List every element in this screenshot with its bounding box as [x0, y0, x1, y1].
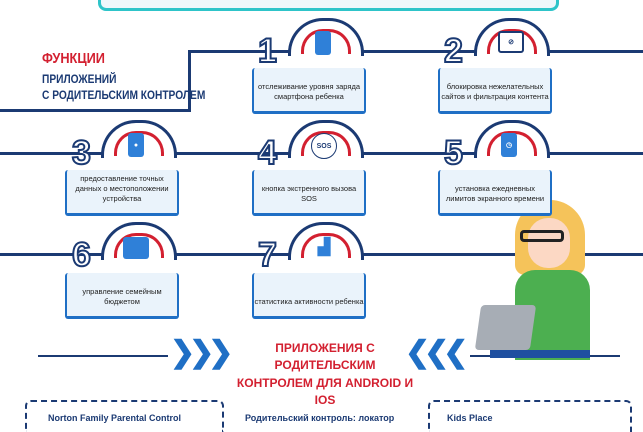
- chevrons-right-icon: ❯❯❯: [170, 336, 233, 369]
- feature-number: 3: [71, 133, 92, 173]
- app-box: [25, 400, 224, 432]
- woman-face: [528, 218, 570, 268]
- feature-arch: [288, 18, 364, 56]
- feature-text: статистика активности ребенка: [254, 296, 364, 306]
- feature-number: 4: [257, 133, 278, 173]
- feature-arch: ●: [101, 120, 177, 158]
- section-heading-line: КОНТРОЛЕМ ДЛЯ ANDROID И IOS: [236, 375, 414, 408]
- title-apps: ПРИЛОЖЕНИЙ: [42, 72, 117, 86]
- app-name-locator: Родительский контроль: локатор: [245, 413, 395, 423]
- section-heading: ПРИЛОЖЕНИЯ С РОДИТЕЛЬСКИМ КОНТРОЛЕМ ДЛЯ …: [235, 340, 415, 410]
- feature-number: 6: [71, 235, 92, 275]
- feature-arch: ▟: [288, 222, 364, 260]
- feature-arch: ◷: [474, 120, 550, 158]
- stats-icon: ▟: [317, 239, 331, 256]
- feature-text: блокировка нежелательных сайтов и фильтр…: [441, 81, 549, 101]
- sos-icon: SOS: [311, 133, 337, 159]
- chevrons-left-icon: ❮❮❮: [405, 336, 468, 369]
- feature-text: управление семейным бюджетом: [82, 286, 162, 306]
- location-phone-icon: ●: [128, 133, 144, 157]
- feature-number: 5: [443, 133, 464, 173]
- feature-card-3: предоставление точных данных о местополо…: [65, 170, 179, 216]
- feature-arch: SOS: [288, 120, 364, 159]
- title-parental: С РОДИТЕЛЬСКИМ КОНТРОЛЕМ: [42, 88, 206, 102]
- feature-card-6: управление семейным бюджетом: [65, 273, 179, 319]
- section-heading-line: ПРИЛОЖЕНИЯ С РОДИТЕЛЬСКИМ: [274, 341, 376, 373]
- feature-text: предоставление точных данных о местополо…: [75, 173, 169, 203]
- feature-card-1: отслеживание уровня заряда смартфона реб…: [252, 68, 366, 114]
- glasses-icon: [520, 230, 564, 242]
- wallet-icon: [123, 237, 149, 259]
- app-name-norton: Norton Family Parental Control: [48, 413, 182, 423]
- feature-number: 1: [257, 31, 278, 71]
- feature-number: 2: [443, 31, 464, 71]
- divider-line: [38, 355, 168, 357]
- phone-child-icon: [315, 31, 331, 55]
- app-box: [428, 400, 632, 432]
- feature-number: 7: [257, 235, 278, 275]
- top-banner-box: [98, 0, 559, 11]
- feature-text: кнопка экстренного вызова SOS: [261, 183, 357, 203]
- feature-card-7: статистика активности ребенка: [252, 273, 366, 319]
- blocked-monitor-icon: ⊘: [498, 31, 524, 53]
- title-functions: ФУНКЦИИ: [42, 50, 105, 67]
- woman-legs: [490, 350, 590, 358]
- alarm-phone-icon: ◷: [501, 133, 517, 157]
- feature-arch: [101, 222, 177, 260]
- feature-text: установка ежедневных лимитов экранного в…: [445, 183, 545, 203]
- feature-card-4: кнопка экстренного вызова SOS: [252, 170, 366, 216]
- divider-line: [188, 50, 643, 53]
- feature-text: отслеживание уровня заряда смартфона реб…: [257, 81, 361, 101]
- divider-line: [0, 109, 190, 112]
- app-name-kids-place: Kids Place: [447, 413, 493, 423]
- feature-card-5: установка ежедневных лимитов экранного в…: [438, 170, 552, 216]
- divider-line: [188, 50, 191, 112]
- feature-card-2: блокировка нежелательных сайтов и фильтр…: [438, 68, 552, 114]
- laptop-icon: [474, 305, 537, 350]
- feature-arch: ⊘: [474, 18, 550, 56]
